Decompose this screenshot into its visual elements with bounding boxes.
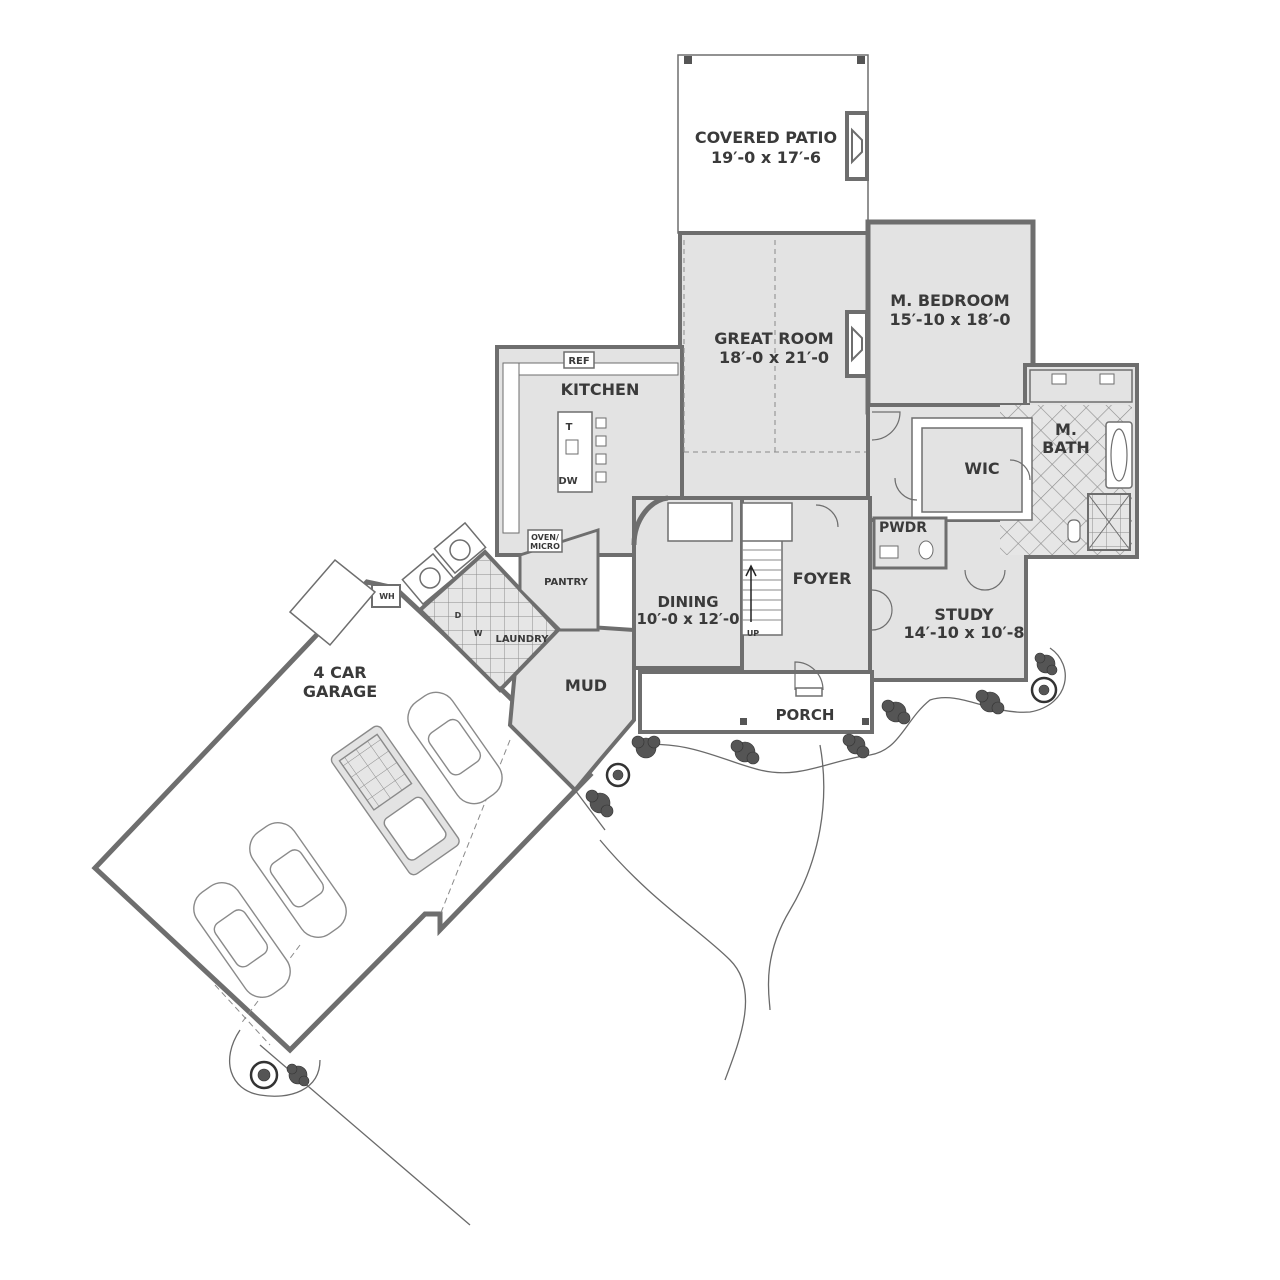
great-room-area <box>678 231 870 503</box>
patio-fireplace-icon <box>845 111 869 181</box>
pwdr-name: PWDR <box>879 520 927 536</box>
shrub-icon <box>881 699 911 725</box>
pantry-name: PANTRY <box>544 577 588 588</box>
bathtub-icon <box>1105 421 1133 489</box>
landscape-shrubs <box>249 652 1058 1090</box>
dishwasher-label: DW <box>558 476 577 487</box>
ref-label: REF <box>568 356 589 367</box>
porch <box>638 670 874 734</box>
master-bedroom-name: M. BEDROOM <box>890 291 1009 310</box>
garage-cars <box>193 691 503 998</box>
toilet-icon <box>1067 519 1081 543</box>
covered-patio-name: COVERED PATIO <box>695 128 837 147</box>
car-icon <box>193 882 291 998</box>
washer-label: W <box>474 629 483 638</box>
oven-micro-icon <box>527 529 563 553</box>
ac-unit-icons <box>401 521 487 606</box>
master-bath-name-1: M. <box>1055 420 1077 439</box>
foyer-name: FOYER <box>793 569 852 588</box>
wic-shelves <box>911 417 1033 521</box>
study-size: 14′-10 x 10′-8 <box>903 623 1024 642</box>
stair-up-label: UP <box>747 629 759 638</box>
shrub-icon <box>249 1060 279 1090</box>
shower-icon <box>1087 493 1131 551</box>
driveway-edge-left <box>599 839 747 1081</box>
mud-name: MUD <box>565 676 607 695</box>
dryer-label: D <box>455 611 462 620</box>
kitchen-name: KITCHEN <box>561 380 640 399</box>
covered-patio-size: 19′-0 x 17′-6 <box>711 148 821 167</box>
island-stools <box>595 417 607 483</box>
shrub-icon <box>842 733 870 759</box>
shrub-icon <box>286 1063 310 1087</box>
shrub-icon <box>585 789 614 818</box>
kitchen-fixtures <box>502 351 679 553</box>
water-heater-label: WH <box>379 592 395 601</box>
laundry-name: LAUNDRY <box>496 634 550 645</box>
pwdr-fixtures <box>872 516 948 570</box>
door-swings <box>794 411 1031 691</box>
shrub-icon <box>631 735 661 759</box>
pantry-area <box>518 527 600 632</box>
oven-label-1: OVEN/ <box>531 533 559 542</box>
stair-up-arrow-icon <box>745 564 757 622</box>
car-icon <box>249 822 347 938</box>
ceiling-lines <box>683 240 866 453</box>
porch-name: PORCH <box>776 706 835 724</box>
planting-bed-garage <box>229 1029 321 1097</box>
shrub-icon <box>1034 652 1058 676</box>
car-icon <box>407 691 503 805</box>
stairs <box>667 502 793 636</box>
great-room-name: GREAT ROOM <box>714 329 833 348</box>
great-room-size: 18′-0 x 21′-0 <box>719 348 829 367</box>
room-labels: COVERED PATIO 19′-0 x 17′-6 GREAT ROOM 1… <box>303 128 1090 724</box>
driveway-edge-right <box>767 744 825 1011</box>
oven-label-2: MICRO <box>530 542 560 551</box>
truck-icon <box>330 725 460 876</box>
walk-line <box>574 789 606 831</box>
wic-name: WIC <box>964 459 999 478</box>
master-bedroom-size: 15′-10 x 18′-0 <box>889 310 1010 329</box>
shrub-icon <box>605 762 631 788</box>
shrub-icon <box>730 739 760 765</box>
master-bath-name-2: BATH <box>1042 438 1090 457</box>
shrub-icon <box>975 689 1005 715</box>
curved-wall <box>631 495 669 546</box>
shrub-icon <box>1030 676 1058 704</box>
dining-name: DINING <box>657 593 718 611</box>
fireplace-icon <box>845 310 869 378</box>
master-bedroom-area <box>865 219 1036 415</box>
garage-name-2: GARAGE <box>303 682 377 701</box>
dining-size: 10′-0 x 12′-0 <box>636 610 739 628</box>
ref-icon <box>563 351 595 369</box>
kitchen-island <box>557 411 593 493</box>
garage-name-1: 4 CAR <box>313 663 366 682</box>
trash-label: T <box>566 422 573 433</box>
covered-patio <box>677 54 869 234</box>
study-name: STUDY <box>934 605 994 624</box>
fixture-labels: REF T DW OVEN/ MICRO WH D W UP <box>379 356 759 638</box>
planting-bed-front <box>634 647 1066 774</box>
